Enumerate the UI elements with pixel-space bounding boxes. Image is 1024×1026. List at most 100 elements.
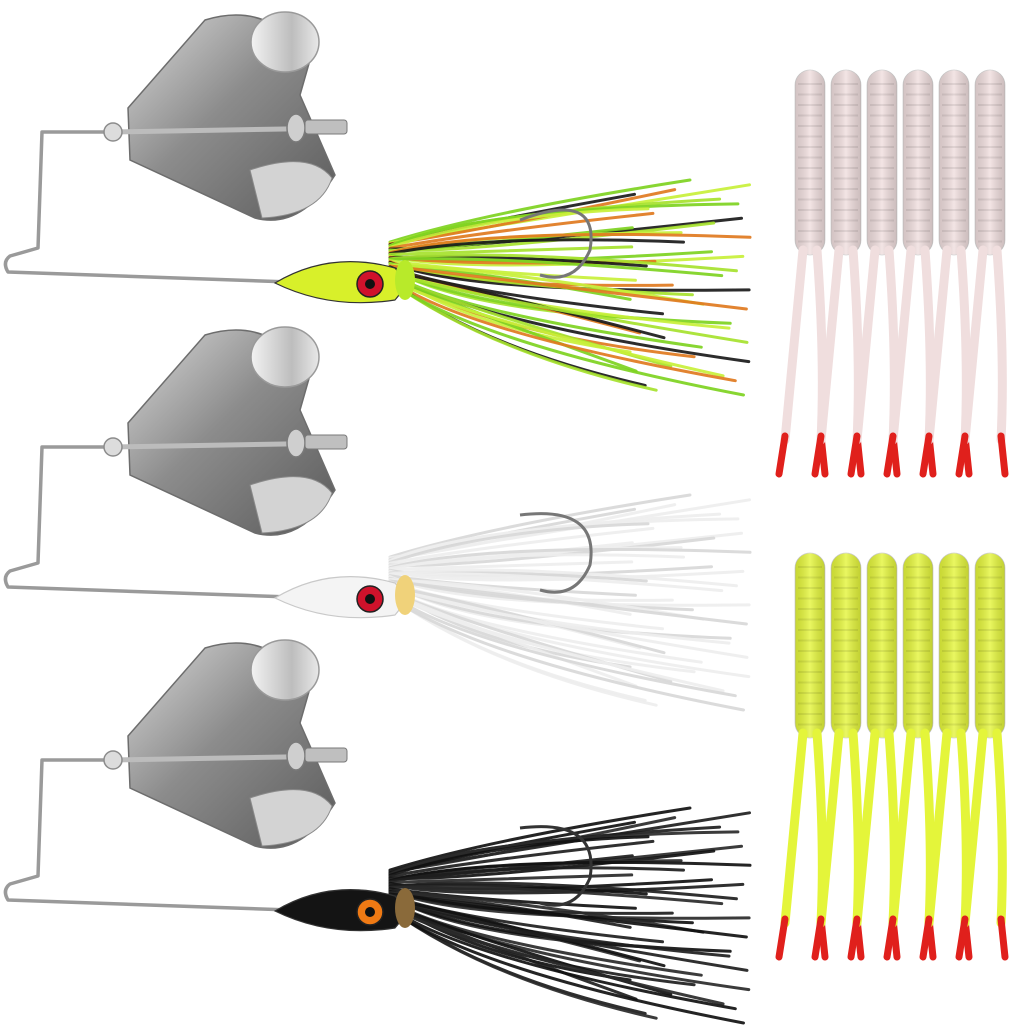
grub-tip <box>847 915 861 961</box>
spinnerbait-group <box>3 11 752 1025</box>
grub-tail <box>960 728 988 928</box>
skirt-strand <box>388 211 655 250</box>
blade-curl <box>249 476 333 534</box>
skirt-strand <box>388 493 692 559</box>
skirt-strand <box>388 207 650 249</box>
skirt-strand <box>388 553 685 571</box>
grub <box>847 69 901 478</box>
blade-cup <box>250 11 320 73</box>
blade-cup <box>250 326 320 388</box>
clevis <box>286 741 306 771</box>
skirt-strand <box>388 263 705 306</box>
skirt-strand <box>388 908 745 1025</box>
pearl-grub-set <box>775 69 1009 478</box>
wire-arm <box>3 758 292 912</box>
clevis <box>286 113 306 143</box>
skirt-strand <box>388 595 745 712</box>
clevis <box>286 428 306 458</box>
grub-tip <box>775 432 789 478</box>
pupil <box>365 279 375 289</box>
hook <box>519 825 593 907</box>
grub-shade <box>939 553 969 738</box>
skirt-strand <box>388 178 692 244</box>
blade-curl <box>249 161 333 219</box>
grub-shade <box>831 553 861 738</box>
skirt-strand <box>388 860 752 883</box>
skirt-strand <box>388 517 740 563</box>
pupil <box>365 594 375 604</box>
grub-shade <box>939 70 969 255</box>
grub-shade <box>795 553 825 738</box>
grub-tail <box>888 245 916 445</box>
bead <box>103 437 123 457</box>
skirt-strand <box>388 592 737 698</box>
skirt-strand <box>388 578 705 621</box>
grub-tip <box>883 915 897 961</box>
grub <box>919 552 973 961</box>
black-spinnerbait <box>3 639 752 1025</box>
skirt-strand <box>388 238 685 256</box>
grub <box>775 69 829 478</box>
grub <box>919 69 973 478</box>
grub-tail <box>780 245 808 445</box>
grub-tip <box>847 432 861 478</box>
hook <box>519 208 593 279</box>
grub-tip <box>919 915 933 961</box>
grub-tail <box>960 245 988 445</box>
skirt-strand <box>388 522 650 564</box>
grub <box>955 552 1009 961</box>
grub-shade <box>867 553 897 738</box>
grub-tip <box>997 915 1009 961</box>
grub <box>811 552 865 961</box>
blade-cup <box>250 639 320 701</box>
grub-tip <box>919 432 933 478</box>
wire-arm <box>3 445 292 599</box>
grub-shade <box>867 70 897 255</box>
skirt-strand <box>388 232 752 255</box>
grub-shade <box>975 553 1005 738</box>
skirt-strand <box>388 526 655 565</box>
skirt-strand <box>388 280 745 397</box>
grub-shade <box>831 70 861 255</box>
skirt-strand <box>388 253 738 273</box>
grub-shade <box>975 70 1005 255</box>
grub-tail <box>816 245 844 445</box>
skirt-strand <box>388 579 748 626</box>
skirt-strand <box>388 264 748 311</box>
grub-tail <box>888 728 916 928</box>
grub-tip <box>775 915 789 961</box>
blade-curl <box>249 789 333 847</box>
skirt-strand <box>388 560 634 571</box>
pupil <box>365 907 375 917</box>
grub-tip <box>883 432 897 478</box>
swivel <box>304 747 348 763</box>
skirt-strand <box>388 905 737 1011</box>
wire-arm <box>3 130 292 284</box>
skirt-strand <box>388 257 724 278</box>
skirt-strand <box>388 806 692 872</box>
skirt-strand <box>388 547 752 570</box>
skirt-strand <box>388 277 737 383</box>
collar <box>395 575 415 615</box>
collar <box>395 888 415 928</box>
grub-tip <box>811 432 825 478</box>
skirt-strand <box>388 572 724 593</box>
grub-tail <box>924 728 952 928</box>
grub-tail <box>924 245 952 445</box>
grub-tail <box>992 728 1007 928</box>
skirt-strand <box>388 885 724 906</box>
chartreuse-spinnerbait <box>3 11 752 397</box>
grub <box>847 552 901 961</box>
grub-tip <box>955 432 969 478</box>
skirt-strand <box>388 873 634 884</box>
bead <box>103 750 123 770</box>
grub <box>883 552 937 961</box>
grub-tail <box>992 245 1007 445</box>
skirt-strand <box>388 892 748 939</box>
grub-shade <box>903 70 933 255</box>
chartreuse-grub-set <box>775 552 1009 961</box>
white-spinnerbait <box>3 326 752 712</box>
skirt-strand <box>388 839 655 878</box>
skirt-strand <box>388 835 650 877</box>
